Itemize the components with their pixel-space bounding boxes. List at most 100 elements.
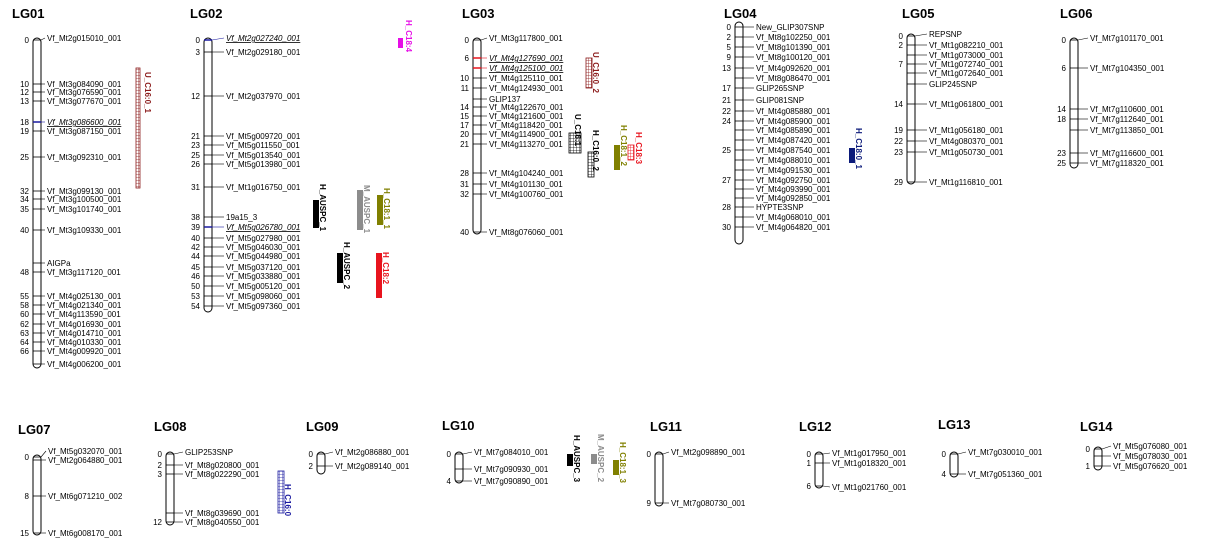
marker-position: 27 [722, 176, 731, 185]
qtl-label: H_C18:3 [634, 132, 643, 165]
marker-connector [173, 451, 184, 455]
marker-position: 21 [460, 140, 469, 149]
marker-label: Vf_Mt7g084010_001 [474, 448, 549, 457]
marker-label: Vf_Mt4g085890_001 [756, 126, 831, 135]
marker-label: HYPTE3SNP [756, 203, 804, 212]
marker-label: Vf_Mt4g025130_001 [47, 292, 122, 301]
linkage-group-lg14: LG14Vf_Mt5g076080_0010Vf_Mt5g078030_001V… [1080, 419, 1188, 471]
marker-position: 0 [158, 450, 163, 459]
marker-position: 0 [447, 450, 452, 459]
marker-label: Vf_Mt2g098890_001 [671, 448, 746, 457]
chromosome-bar [472, 37, 482, 235]
marker-label: Vf_Mt4g006200_001 [47, 360, 122, 369]
marker-position: 13 [20, 97, 29, 106]
lg-title: LG06 [1060, 6, 1093, 21]
marker-label: Vf_Mt7g090890_001 [474, 477, 549, 486]
marker-label: Vf_Mt1g016750_001 [226, 183, 301, 192]
marker-position: 50 [191, 282, 200, 291]
marker-position: 28 [722, 203, 731, 212]
marker-label: Vf_Mt1g017950_001 [832, 449, 907, 458]
marker-label: Vf_Mt4g125100_001 [489, 64, 563, 73]
marker-label: Vf_Mt3g086600_001 [47, 118, 121, 127]
marker-label: Vf_Mt5g026780_001 [226, 223, 300, 232]
qtl-label: H_C18:1_2 [619, 125, 628, 166]
marker-label: Vf_Mt4g121600_001 [489, 112, 564, 121]
marker-label: Vf_Mt5g098060_001 [226, 292, 301, 301]
linkage-group-lg06: LG06Vf_Mt7g101170_0010Vf_Mt7g104350_0016… [1057, 6, 1165, 169]
qtl-bar [587, 151, 595, 178]
marker-label: Vf_Mt4g092750_001 [756, 176, 831, 185]
qtl-bar [376, 253, 382, 298]
marker-position: 58 [20, 301, 29, 310]
marker-label: Vf_Mt2g064880_001 [48, 456, 123, 465]
marker-position: 0 [942, 450, 947, 459]
marker-position: 13 [722, 64, 731, 73]
marker-position: 40 [20, 226, 29, 235]
marker-position: 66 [20, 347, 29, 356]
marker-position: 9 [647, 499, 652, 508]
qtl-bar [398, 38, 403, 48]
marker-label: Vf_Mt4g125110_001 [489, 74, 563, 83]
marker-label: Vf_Mt3g117120_001 [47, 268, 121, 277]
marker-position: 32 [460, 190, 469, 199]
marker-label: Vf_Mt1g072640_001 [929, 69, 1004, 78]
lg-title: LG01 [12, 6, 45, 21]
marker-position: 5 [727, 43, 732, 52]
marker-label: Vf_Mt1g082210_001 [929, 41, 1004, 50]
marker-position: 0 [25, 453, 30, 462]
marker-label: Vf_Mt4g122670_001 [489, 103, 564, 112]
marker-label: Vf_Mt3g109330_001 [47, 226, 122, 235]
marker-label: Vf_Mt4g016930_001 [47, 320, 122, 329]
marker-position: 42 [191, 243, 200, 252]
qtl-label: U_C16:0_2 [591, 52, 600, 93]
qtl-bar [357, 190, 363, 230]
marker-position: 2 [158, 461, 163, 470]
qtl-bar [849, 148, 855, 163]
marker-label: Vf_Mt7g090930_001 [474, 465, 549, 474]
marker-label: Vf_Mt8g100120_001 [756, 53, 831, 62]
marker-position: 44 [191, 252, 200, 261]
marker-label: Vf_Mt8g039690_001 [185, 509, 260, 518]
qtl-bar [277, 470, 285, 514]
marker-label: Vf_Mt4g124930_001 [489, 84, 564, 93]
marker-position: 25 [722, 146, 731, 155]
marker-label: Vf_Mt5g044980_001 [226, 252, 301, 261]
marker-position: 12 [20, 88, 29, 97]
marker-connector [462, 451, 473, 455]
marker-position: 2 [309, 462, 314, 471]
marker-label: Vf_Mt5g005120_001 [226, 282, 301, 291]
marker-label: Vf_Mt4g085900_001 [756, 117, 831, 126]
marker-label: Vf_Mt2g027240_001 [226, 34, 300, 43]
linkage-group-lg05: LG05REPSNP0Vf_Mt1g082210_0012Vf_Mt1g0730… [894, 6, 1004, 187]
marker-position: 10 [460, 74, 469, 83]
marker-position: 30 [722, 223, 731, 232]
qtl-bar [567, 454, 573, 466]
qtl-label: H_AUSPC_3 [572, 435, 581, 483]
marker-position: 0 [196, 36, 201, 45]
marker-position: 1 [1086, 462, 1091, 471]
marker-label: Vf_Mt2g015010_001 [47, 34, 122, 43]
marker-label: Vf_Mt4g087540_001 [756, 146, 831, 155]
marker-label: Vf_Mt4g114900_001 [489, 130, 563, 139]
marker-label: Vf_Mt4g093990_001 [756, 185, 831, 194]
marker-label: 19a15_3 [226, 213, 258, 222]
marker-label: Vf_Mt7g030010_001 [968, 448, 1043, 457]
marker-position: 0 [25, 36, 30, 45]
marker-label: Vf_Mt1g021760_001 [832, 483, 907, 492]
marker-position: 2 [899, 41, 904, 50]
marker-position: 3 [158, 470, 163, 479]
marker-label: Vf_Mt6g008170_001 [48, 529, 123, 538]
marker-position: 4 [447, 477, 452, 486]
marker-label: Vf_Mt4g091530_001 [756, 166, 831, 175]
marker-position: 17 [460, 121, 469, 130]
marker-label: Vf_Mt7g051360_001 [968, 470, 1043, 479]
chromosome-bar [654, 451, 664, 507]
marker-connector [40, 450, 47, 458]
marker-label: Vf_Mt4g080370_001 [929, 137, 1004, 146]
marker-position: 10 [20, 80, 29, 89]
marker-position: 32 [20, 187, 29, 196]
marker-position: 15 [460, 112, 469, 121]
marker-label: Vf_Mt5g097360_001 [226, 302, 301, 311]
lg-title: LG04 [724, 6, 757, 21]
